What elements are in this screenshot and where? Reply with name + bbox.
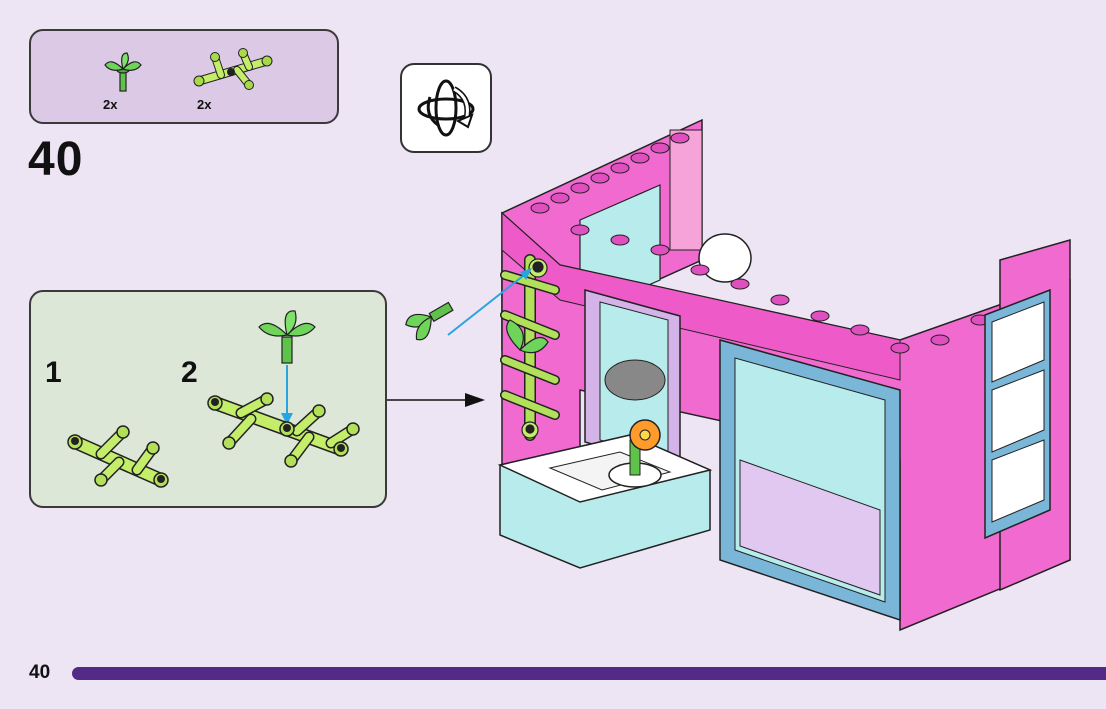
parts-list-box: 2x 2x <box>29 29 339 124</box>
sub-assembly-box: 1 2 <box>29 290 387 508</box>
progress-bar <box>72 667 1106 680</box>
sub-step-label-2: 2 <box>181 356 198 390</box>
branch-plate-step1-illustration <box>61 412 171 492</box>
leaf-part-count: 2x <box>103 97 117 112</box>
branch-part-count: 2x <box>197 97 211 112</box>
leaf-element-icon <box>101 51 145 95</box>
branch-plate-step2-illustration <box>201 307 381 497</box>
model-illustration <box>380 90 1080 650</box>
branch-plate-icon <box>191 47 275 91</box>
sub-step-label-1: 1 <box>45 356 62 390</box>
step-number: 40 <box>28 132 83 187</box>
page-number: 40 <box>29 662 50 684</box>
